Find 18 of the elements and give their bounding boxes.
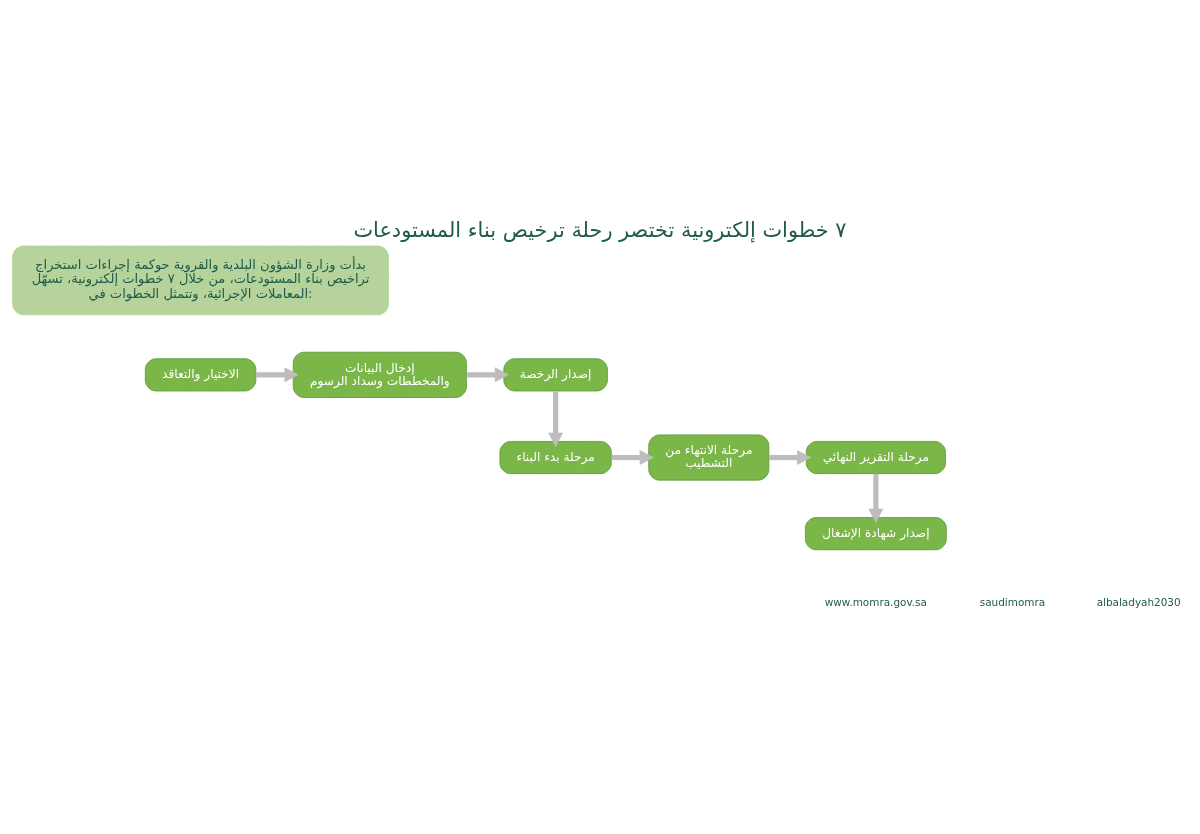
arrow (255, 366, 299, 382)
arrow (466, 366, 510, 382)
label: albaladyah2030 (1096, 595, 1181, 608)
node-box: مرحلة بدء البناء (499, 440, 612, 474)
diagram-title: ٧ خطوات إلكترونية تختصر رحلة ترخيص بناء المستودعات (353, 217, 847, 242)
label: www.momra.gov.sa (824, 595, 927, 608)
arrow (611, 449, 654, 465)
arrow (548, 390, 564, 447)
node-box: إصدار شهادة الإشغال (804, 516, 947, 550)
node-box: الاختيار والتعاقد (144, 357, 257, 391)
node-box: إصدار الرخصة (503, 357, 608, 391)
node-box: مرحلة الانتهاء من التشطيب (648, 433, 770, 481)
arrow (868, 473, 884, 523)
node-box: إدخال البيانات والمخططات وسداد الرسوم (292, 351, 467, 398)
label: saudimomra (979, 595, 1046, 608)
node-box: بدأت وزارة الشؤون البلدية والقروية حوكمة إجراءات استخراج تراخيص بناء المستودعات، من خلال ٧ خطوات إلكترونية، تسهّل المعاملات الإجرائية، وتتمثل الخطوات في: (12, 245, 389, 315)
node-box: مرحلة التقرير النهائي (805, 440, 946, 474)
arrow (769, 449, 812, 465)
